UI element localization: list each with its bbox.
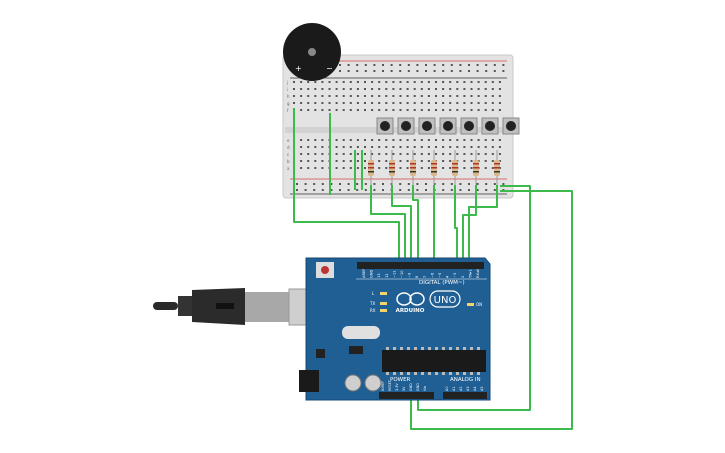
digital-label: DIGITAL (PWM~) — [419, 280, 465, 286]
pushbutton[interactable] — [376, 117, 394, 135]
wire-btn2[interactable] — [391, 185, 412, 265]
row-letter: f — [287, 108, 289, 113]
led-rx — [380, 309, 387, 312]
row-letter: d — [287, 145, 290, 150]
led-l-label: L — [372, 291, 375, 296]
piezo-buzzer[interactable]: + − — [283, 23, 341, 81]
arduino-logo: UNO ARDUINO — [396, 290, 461, 314]
row-letter: h — [287, 94, 290, 99]
capacitor-2 — [364, 374, 382, 392]
pushbutton[interactable] — [481, 117, 499, 135]
row-letter: i — [287, 87, 288, 92]
wire-buzzer-gnd[interactable] — [293, 108, 400, 265]
power-pin-label: Vin — [423, 386, 427, 391]
resistor[interactable] — [389, 150, 395, 186]
small-chip — [349, 346, 363, 354]
capacitor-1 — [344, 374, 362, 392]
wire-btn1[interactable] — [370, 185, 406, 265]
analog-pin-label: A5 — [480, 387, 484, 391]
wires[interactable] — [293, 108, 573, 430]
wire-btn3[interactable] — [412, 185, 419, 265]
power-pin-label: RESET — [388, 379, 392, 391]
pushbutton[interactable] — [460, 117, 478, 135]
row-letter: e — [287, 138, 290, 143]
resistor[interactable] — [494, 150, 500, 186]
analog-pin-label: A2 — [459, 387, 463, 391]
row-letter: g — [287, 101, 290, 106]
power-pin-label: GND — [409, 383, 413, 391]
wire-btn5[interactable] — [454, 185, 458, 265]
analog-pin-label: A3 — [466, 387, 470, 391]
digital-pin-label: TX▸1 — [468, 269, 472, 279]
led-tx — [380, 302, 387, 305]
resistor[interactable] — [431, 150, 437, 186]
led-on — [467, 303, 474, 306]
digital-pin-label: 8 — [415, 275, 419, 278]
pushbutton[interactable] — [418, 117, 436, 135]
crystal-oscillator — [342, 326, 380, 339]
chip-pins — [386, 347, 480, 375]
wire-5v[interactable] — [417, 185, 531, 411]
usb-cable[interactable] — [153, 288, 321, 326]
row-letter: b — [287, 159, 290, 164]
digital-pin-label: 4 — [446, 275, 450, 278]
resistors[interactable] — [368, 150, 500, 186]
buzzer-plus-label: + — [295, 64, 302, 73]
digital-pin-label: ~11 — [392, 270, 396, 278]
analog-pin-label: A1 — [452, 387, 456, 391]
led-on-label: ON — [476, 302, 482, 307]
voltage-regulator — [316, 349, 325, 358]
resistor[interactable] — [473, 150, 479, 186]
analog-label: ANALOG IN — [450, 377, 481, 383]
power-label: POWER — [390, 377, 411, 383]
digital-pin-label: ~3 — [453, 273, 457, 278]
row-letter: a — [287, 166, 290, 171]
digital-pin-label: 7 — [423, 276, 427, 278]
analog-header[interactable] — [443, 392, 487, 399]
arduino-brand-text: ARDUINO — [396, 308, 425, 314]
digital-pin-label: ~6 — [430, 272, 434, 278]
digital-pin-label: RX◂0 — [476, 268, 480, 278]
power-pin-label: IOREF — [381, 381, 385, 391]
atmega-chip — [382, 350, 486, 372]
buzzer-minus-label: − — [326, 64, 333, 73]
pushbutton[interactable] — [397, 117, 415, 135]
digital-header[interactable] — [357, 262, 484, 269]
pushbuttons[interactable] — [376, 117, 520, 135]
digital-pin-label: AREF — [362, 269, 366, 278]
power-pin-label: 3.3V — [395, 383, 399, 391]
analog-pin-label: A4 — [473, 387, 477, 391]
digital-pin-label: ~9 — [408, 272, 412, 278]
reset-button-cap[interactable] — [321, 266, 329, 274]
wire-btn7[interactable] — [468, 185, 498, 265]
power-pin-label: 5V — [402, 386, 406, 391]
row-letter: j — [286, 80, 288, 85]
led-rx-label: RX — [370, 308, 376, 313]
digital-pin-label: 12 — [385, 273, 389, 278]
dc-power-jack[interactable] — [299, 370, 319, 392]
pushbutton[interactable] — [439, 117, 457, 135]
resistor[interactable] — [368, 150, 374, 186]
uno-logo-text: UNO — [434, 295, 457, 306]
resistor[interactable] — [410, 150, 416, 186]
digital-pin-label: 2 — [461, 276, 465, 278]
digital-pin-label: ~10 — [400, 270, 404, 278]
power-pin-label: GND — [416, 383, 420, 391]
digital-pin-label: 13 — [377, 273, 381, 278]
pushbutton[interactable] — [502, 117, 520, 135]
digital-pin-label: GND — [370, 270, 374, 278]
digital-pin-label: ~5 — [438, 273, 442, 278]
wire-gnd[interactable] — [410, 190, 573, 430]
led-l — [380, 292, 387, 295]
resistor[interactable] — [452, 150, 458, 186]
led-tx-label: TX — [369, 301, 375, 306]
row-letter: c — [287, 152, 289, 157]
analog-pin-label: A0 — [445, 387, 449, 391]
power-header[interactable] — [379, 392, 434, 399]
